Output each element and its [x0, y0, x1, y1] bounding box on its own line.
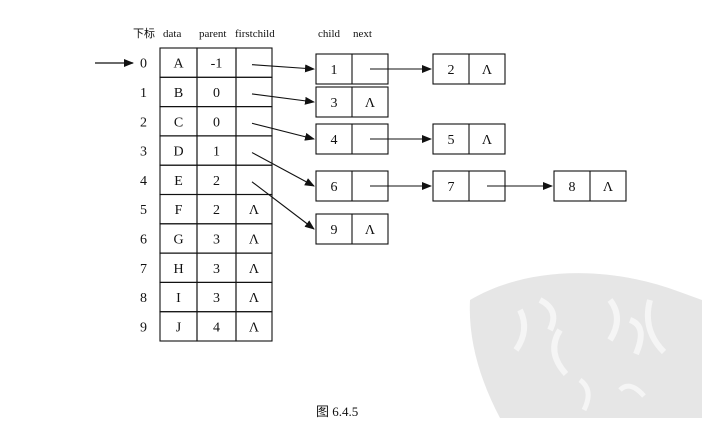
array-row: 7 H 3 Λ	[140, 252, 273, 283]
row-index: 3	[140, 145, 147, 160]
list-node-child: 3	[331, 96, 338, 111]
array-row: 0 A -1	[140, 47, 273, 78]
row-index: 6	[140, 232, 147, 247]
row-index: 7	[140, 262, 147, 277]
row-index: 0	[140, 57, 147, 72]
watermark-seal	[469, 273, 702, 418]
null-pointer: Λ	[482, 63, 493, 78]
array-row: 9 J 4 Λ	[140, 311, 273, 342]
cell-data: B	[174, 86, 183, 101]
firstchild-pointer-arrow	[251, 181, 315, 230]
cell-firstchild: Λ	[249, 291, 260, 306]
array-row: 2 C 0	[140, 106, 273, 137]
cell-firstchild-box	[235, 164, 273, 196]
cell-firstchild-box	[235, 47, 273, 78]
cell-firstchild: Λ	[249, 232, 260, 247]
cell-data: E	[174, 174, 183, 189]
cell-data: I	[176, 291, 181, 306]
cell-parent: 3	[213, 232, 220, 247]
firstchild-pointer-arrow	[251, 64, 315, 73]
list-node-child: 9	[331, 223, 338, 238]
row-index: 4	[140, 174, 147, 189]
firstchild-pointer-arrow	[251, 122, 315, 141]
cell-data: J	[176, 320, 182, 335]
list-node-child: 1	[331, 63, 338, 78]
cell-parent: 3	[213, 291, 220, 306]
list-node-child: 7	[448, 180, 455, 195]
array-row: 5 F 2 Λ	[140, 193, 273, 225]
cell-data: D	[173, 145, 183, 160]
cell-parent: 3	[213, 262, 220, 277]
list-node-child: 6	[331, 180, 338, 195]
cell-firstchild-box	[235, 76, 273, 108]
cell-parent: 0	[213, 115, 220, 130]
cell-parent: 2	[213, 174, 220, 189]
child-list: 6 7 8 Λ	[251, 152, 627, 202]
row-index: 9	[140, 320, 147, 335]
null-pointer: Λ	[365, 223, 376, 238]
array-row: 6 G 3 Λ	[140, 223, 273, 254]
cell-data: H	[173, 262, 183, 277]
cell-firstchild: Λ	[249, 262, 260, 277]
child-list: 4 5 Λ	[251, 122, 506, 155]
header-data: data	[163, 28, 181, 40]
row-index: 8	[140, 291, 147, 306]
cell-parent: -1	[211, 57, 223, 72]
array-row: 3 D 1	[140, 135, 273, 166]
header-next: next	[353, 28, 372, 40]
child-list: 1 2 Λ	[251, 53, 506, 85]
row-index: 1	[140, 86, 147, 101]
firstchild-pointer-arrow	[251, 152, 315, 187]
row-index: 2	[140, 115, 147, 130]
cell-data: A	[173, 57, 184, 72]
list-node-child: 2	[448, 63, 455, 78]
cell-data: G	[173, 232, 183, 247]
figure-caption: 图 6.4.5	[316, 404, 358, 418]
array-row: 4 E 2	[140, 164, 273, 196]
header-child: child	[318, 28, 340, 40]
firstchild-pointer-arrow	[251, 93, 315, 105]
cell-firstchild: Λ	[249, 203, 260, 218]
array-row: 8 I 3 Λ	[140, 281, 273, 313]
header-index: 下标	[133, 26, 155, 40]
list-node-child: 8	[569, 180, 576, 195]
cell-firstchild-box	[235, 106, 273, 137]
cell-firstchild: Λ	[249, 320, 260, 335]
array-row: 1 B 0	[140, 76, 273, 108]
cell-parent: 4	[213, 320, 220, 335]
null-pointer: Λ	[603, 180, 614, 195]
row-index: 5	[140, 203, 147, 218]
cell-data: C	[174, 115, 183, 130]
cell-firstchild-box	[235, 311, 273, 342]
cell-parent: 1	[213, 145, 220, 160]
list-node-child: 5	[448, 133, 455, 148]
null-pointer: Λ	[365, 96, 376, 111]
list-node-child: 4	[331, 133, 338, 148]
null-pointer: Λ	[482, 133, 493, 148]
cell-data: F	[175, 203, 183, 218]
cell-parent: 0	[213, 86, 220, 101]
column-headers: 下标 data parent firstchild child next	[133, 26, 372, 40]
cell-parent: 2	[213, 203, 220, 218]
header-firstchild: firstchild	[235, 28, 275, 40]
header-parent: parent	[199, 28, 226, 40]
